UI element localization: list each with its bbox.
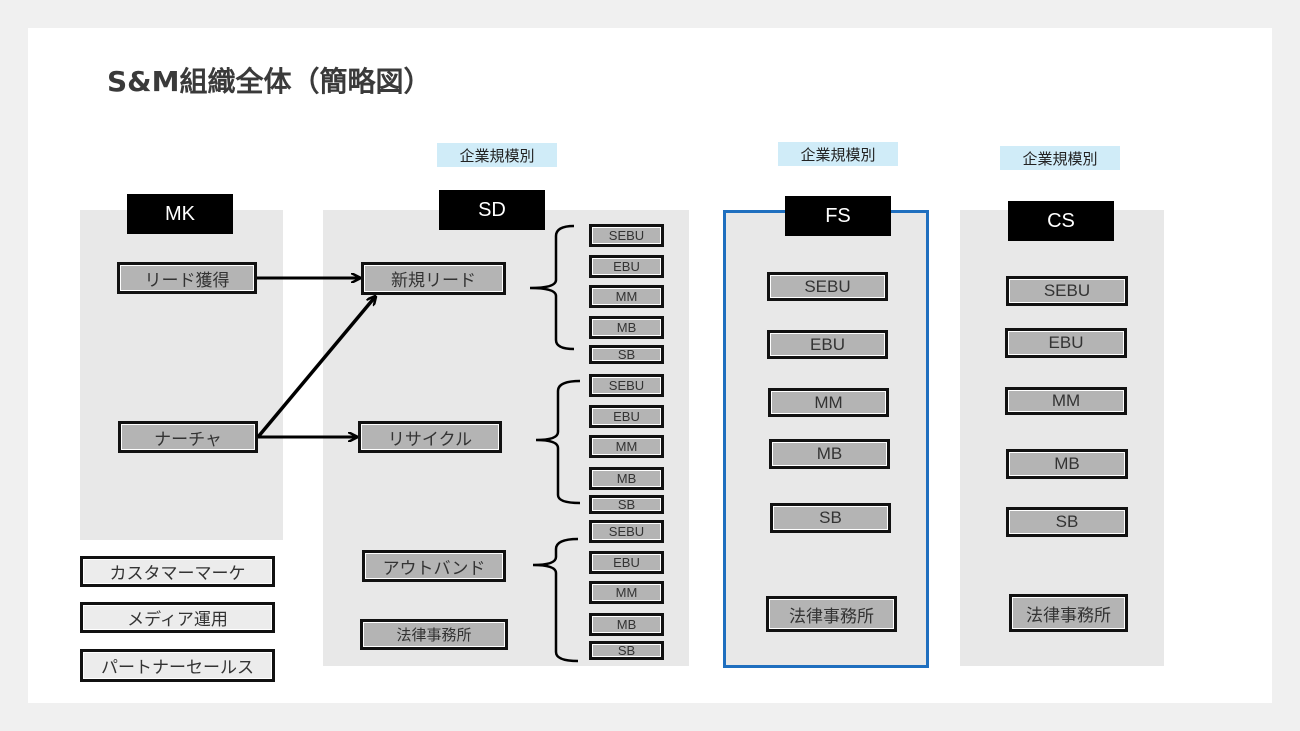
mk-item-nurture: ナーチャ bbox=[118, 421, 258, 453]
fs-segment-sb: SB bbox=[770, 503, 891, 533]
sd-group2-segment: SEBU bbox=[589, 374, 664, 397]
sd-group1-segment: EBU bbox=[589, 255, 664, 278]
sd-group1-segment: SB bbox=[589, 345, 664, 364]
sd-group3-segment: EBU bbox=[589, 551, 664, 574]
cs-law-firm: 法律事務所 bbox=[1009, 594, 1128, 632]
sd-group3-segment: SEBU bbox=[589, 520, 664, 543]
sd-item-outbound: アウトバンド bbox=[362, 550, 506, 582]
cs-segment-sb: SB bbox=[1006, 507, 1128, 537]
mk-panel bbox=[80, 210, 283, 540]
sd-group1-segment: MB bbox=[589, 316, 664, 339]
sd-item-new-leads: 新規リード bbox=[361, 262, 506, 295]
fs-header: FS bbox=[785, 196, 891, 236]
sd-group1-segment: SEBU bbox=[589, 224, 664, 247]
fs-segment-sebu: SEBU bbox=[767, 272, 888, 301]
fs-law-firm: 法律事務所 bbox=[766, 596, 897, 632]
fs-segment-mm: MM bbox=[768, 388, 889, 417]
mk-outside-partner-sales: パートナーセールス bbox=[80, 649, 275, 682]
sd-item-law-firm: 法律事務所 bbox=[360, 619, 508, 650]
sd-group2-segment: EBU bbox=[589, 405, 664, 428]
segment-tag-fs: 企業規模別 bbox=[778, 142, 898, 166]
sd-group2-segment: SB bbox=[589, 495, 664, 514]
sd-group2-segment: MM bbox=[589, 435, 664, 458]
fs-segment-mb: MB bbox=[769, 439, 890, 469]
sd-group3-segment: MB bbox=[589, 613, 664, 636]
cs-segment-mb: MB bbox=[1006, 449, 1128, 479]
mk-header: MK bbox=[127, 194, 233, 234]
mk-outside-customer-marketing: カスタマーマーケ bbox=[80, 556, 275, 587]
mk-outside-media-ops: メディア運用 bbox=[80, 602, 275, 633]
segment-tag-cs: 企業規模別 bbox=[1000, 146, 1120, 170]
fs-segment-ebu: EBU bbox=[767, 330, 888, 359]
cs-segment-ebu: EBU bbox=[1005, 328, 1127, 358]
sd-group3-segment: SB bbox=[589, 641, 664, 660]
mk-item-lead-acquisition: リード獲得 bbox=[117, 262, 257, 294]
sd-group1-segment: MM bbox=[589, 285, 664, 308]
cs-segment-sebu: SEBU bbox=[1006, 276, 1128, 306]
sd-header: SD bbox=[439, 190, 545, 230]
sd-item-recycle: リサイクル bbox=[358, 421, 502, 453]
cs-header: CS bbox=[1008, 201, 1114, 241]
page-title: S&M組織全体（簡略図） bbox=[107, 65, 432, 98]
segment-tag-sd: 企業規模別 bbox=[437, 143, 557, 167]
cs-segment-mm: MM bbox=[1005, 387, 1127, 415]
sd-group3-segment: MM bbox=[589, 581, 664, 604]
sd-group2-segment: MB bbox=[589, 467, 664, 490]
